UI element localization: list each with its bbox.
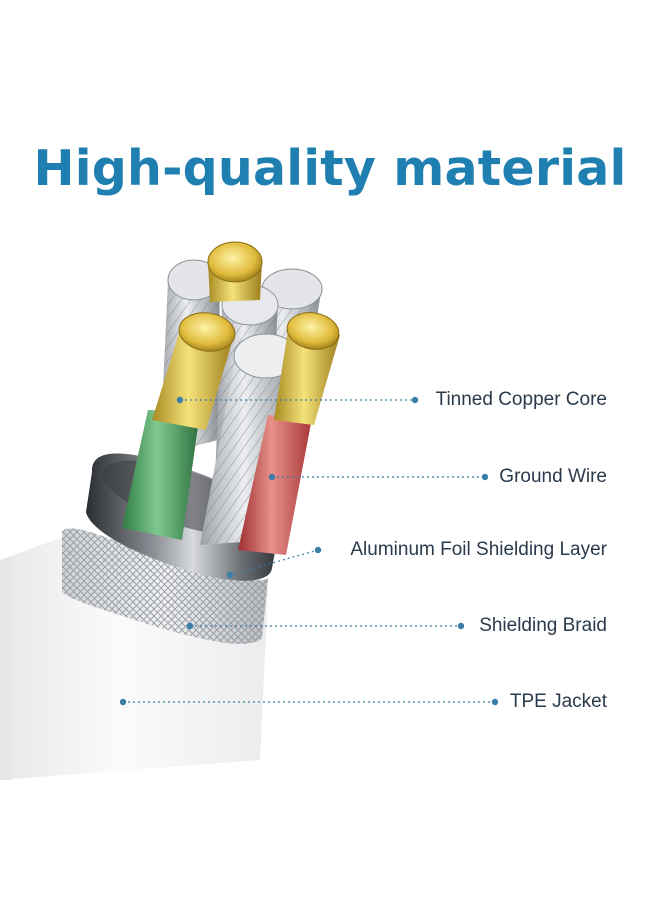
label-tinned-copper-core: Tinned Copper Core	[435, 389, 607, 410]
leader-dot-shielding-braid	[186, 622, 194, 630]
label-ground-wire: Ground Wire	[499, 466, 607, 487]
green-insulated-wire	[122, 410, 200, 540]
leader-end-dot-tinned-copper-core	[411, 396, 419, 404]
red-insulated-wire	[238, 415, 312, 555]
leader-dot-ground-wire	[268, 473, 276, 481]
gold-conductor-back	[207, 241, 263, 302]
leader-dot-tpe-jacket	[119, 698, 127, 706]
label-aluminum-foil: Aluminum Foil Shielding Layer	[350, 539, 607, 560]
leader-end-dot-aluminum-foil	[314, 546, 322, 554]
gold-conductor-right	[274, 312, 340, 425]
leader-dot-tinned-copper-core	[176, 396, 184, 404]
page-title: High-quality material	[33, 140, 627, 197]
gold-conductor-left	[152, 312, 236, 430]
leader-dot-aluminum-foil	[226, 571, 234, 579]
leader-end-dot-shielding-braid	[457, 622, 465, 630]
label-tpe-jacket: TPE Jacket	[509, 691, 607, 712]
leader-end-dot-ground-wire	[481, 473, 489, 481]
shielding-braid-shape	[62, 528, 268, 644]
label-shielding-braid: Shielding Braid	[479, 615, 607, 636]
leader-end-dot-tpe-jacket	[491, 698, 499, 706]
leader-aluminum-foil	[229, 549, 319, 576]
